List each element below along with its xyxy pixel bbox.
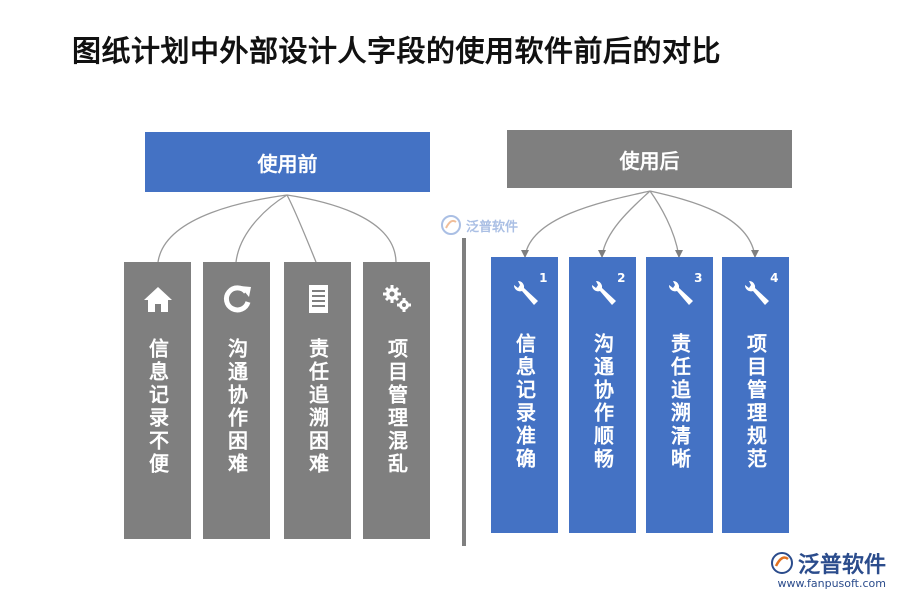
connector-after-4	[649, 190, 756, 258]
watermark-brand: 泛普软件	[797, 553, 886, 578]
item-number: 1	[539, 271, 548, 285]
wrench-icon: 2	[586, 271, 626, 311]
connector-after-2	[601, 190, 651, 258]
wrench-icon: 4	[739, 271, 779, 311]
watermark-center: 泛普软件	[440, 214, 518, 236]
after-item-2: 2 沟通协作顺畅	[569, 257, 636, 533]
home-icon	[141, 282, 175, 316]
before-item-2: 沟通协作困难	[203, 262, 270, 539]
after-item-label: 沟通协作顺畅	[590, 333, 615, 471]
before-item-3: 责任追溯困难	[284, 262, 351, 539]
brand-logo-icon	[441, 215, 461, 235]
before-item-1: 信息记录不便	[124, 262, 191, 539]
before-item-label: 沟通协作困难	[224, 338, 249, 476]
document-icon	[301, 282, 335, 316]
after-header: 使用后	[507, 130, 792, 188]
connector-before-4	[286, 194, 397, 263]
connector-before-1	[157, 194, 288, 263]
watermark-url: www.fanpusoft.com	[777, 577, 886, 590]
connector-before-3	[286, 194, 317, 263]
after-item-4: 4 项目管理规范	[722, 257, 789, 533]
item-number: 3	[694, 271, 703, 285]
before-header: 使用前	[145, 132, 430, 192]
watermark-corner: 泛普软件 www.fanpusoft.com	[770, 547, 886, 590]
before-item-4: 项目管理混乱	[363, 262, 430, 539]
before-item-label: 项目管理混乱	[384, 338, 409, 476]
brand-logo-icon	[770, 552, 793, 574]
before-item-label: 责任追溯困难	[305, 338, 330, 476]
wrench-icon: 3	[663, 271, 703, 311]
after-item-label: 项目管理规范	[743, 333, 768, 471]
before-item-label: 信息记录不便	[145, 338, 170, 476]
item-number: 2	[617, 271, 626, 285]
connector-before-2	[235, 194, 288, 263]
after-item-1: 1 信息记录准确	[491, 257, 558, 533]
refresh-icon	[220, 282, 254, 316]
wrench-icon: 1	[508, 271, 548, 311]
item-number: 4	[770, 271, 779, 285]
after-item-3: 3 责任追溯清晰	[646, 257, 713, 533]
after-item-label: 信息记录准确	[512, 333, 537, 471]
after-item-label: 责任追溯清晰	[667, 333, 692, 471]
divider	[462, 238, 466, 546]
page-title: 图纸计划中外部设计人字段的使用软件前后的对比	[72, 34, 722, 68]
connector-after-1	[524, 190, 651, 258]
connector-after-3	[649, 190, 680, 258]
gears-icon	[380, 282, 414, 316]
